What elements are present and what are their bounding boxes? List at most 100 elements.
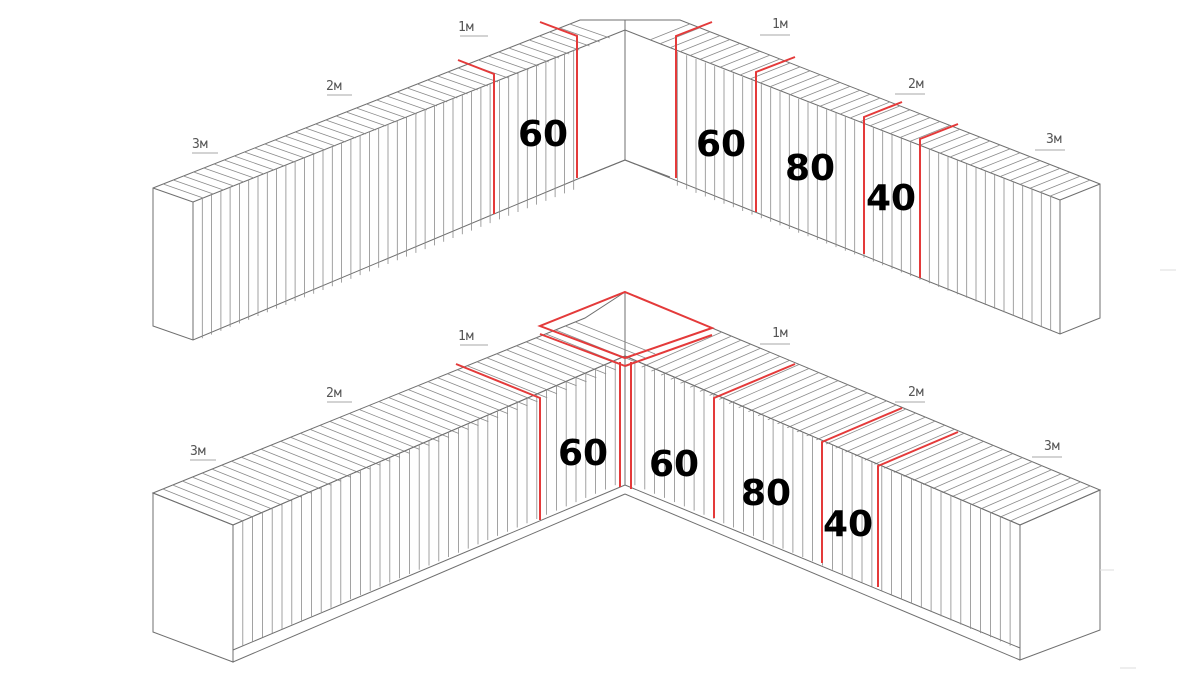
width-label-40: 40 [823,504,873,545]
top-edge-line [549,31,590,47]
mark-right-1m: 1м [772,326,788,341]
wall-cabinets-diagram: 1м 2м 3м 1м 2м 3м 60 60 80 40 [152,17,1101,341]
top-edge-line [759,66,801,84]
divider-right-3 [877,431,959,587]
width-label-60-left: 60 [558,433,608,474]
width-label-60-right: 60 [649,444,699,485]
mark-right-2m: 2м [908,385,924,400]
worktop-line [728,368,810,404]
worktop-line [359,409,440,442]
top-edge-line [285,135,326,151]
worktop-line [427,381,509,414]
worktop-line [486,357,567,391]
left-wall-run-outline [152,19,626,341]
module-dividers [457,21,959,278]
top-edge-line [163,183,204,199]
base-cabinets-diagram: 1м 2м 3м 1м 2м 3м 60 60 80 40 [151,290,1102,663]
top-edge-line [447,71,488,87]
top-edge-line [709,46,751,64]
right-run-door-lines [649,23,1091,331]
top-edge-line [1029,171,1071,189]
top-edge-line [999,160,1041,177]
worktop-line [182,480,263,514]
worktop-line [437,377,518,411]
worktop-line [378,401,459,434]
worktop-line [951,461,1033,497]
worktop-line [575,321,656,355]
right-run-front-edge [624,29,1061,201]
worktop-line [476,361,558,395]
mark-left-2m: 2м [326,79,342,94]
top-edge-line [889,117,931,134]
worktop-line [709,360,790,396]
module-width-labels: 60 60 80 40 [518,114,916,219]
top-edge-line [213,163,255,179]
worktop-line [565,325,646,359]
worktop-line [961,465,1042,502]
top-edge-line [829,93,871,111]
top-edge-line [346,111,387,127]
worktop-line [231,460,312,494]
left-run-end-face [152,187,194,340]
top-edge-line [356,107,397,123]
worktop-line [981,473,1062,510]
top-edge-line [417,83,458,99]
meter-marks: 1м 2м 3м 1м 2м 3м [192,17,1065,154]
worktop-line [864,424,945,461]
worktop-line [329,421,410,454]
worktop-line [368,405,450,438]
divider-right-3 [863,101,903,254]
worktop-line [398,393,479,426]
top-edge-line [969,148,1011,166]
worktop-line [1000,481,1081,518]
top-edge-line [569,23,610,39]
top-edge-line [689,39,731,56]
divider-left-2 [539,21,578,178]
top-edge-line [386,95,427,111]
divider-left-1 [457,59,495,214]
top-edge-line [559,27,600,43]
mark-right-3m: 3м [1046,132,1062,147]
top-edge-line [679,35,721,52]
top-edge-line [224,159,265,175]
top-edge-line [839,97,881,115]
width-label-80: 80 [785,148,835,189]
worktop-line [990,477,1072,514]
top-edge-line [335,115,377,131]
right-plinth [624,493,1021,661]
top-edge-line [478,59,519,75]
mark-right-1m: 1м [772,17,788,32]
worktop-line [467,365,548,399]
divider-left [455,363,541,520]
corner-module-top [537,290,715,360]
top-edge-line [203,167,244,183]
worktop-line [651,335,732,372]
worktop-line [496,353,577,387]
top-edge-line [659,27,701,45]
top-edge-line [295,131,336,147]
top-edge-line [407,87,448,103]
worktop-line [913,445,994,481]
top-edge-line [729,54,771,72]
mark-right-2m: 2м [908,77,924,92]
width-label-40: 40 [866,178,916,219]
top-edge-line [979,152,1021,170]
worktop-line [641,331,722,368]
width-label-60-left: 60 [518,114,568,155]
top-edge-line [508,47,549,63]
top-edge-line [183,175,224,191]
top-edge-line [869,109,911,127]
worktop-line [767,384,848,421]
corner-floor-right [624,159,671,178]
meter-marks: 1м 2м 3м 1м 2м 3м [190,326,1062,461]
worktop-line [777,388,858,425]
top-edge-line [1009,164,1051,181]
worktop-line [922,449,1004,485]
top-edge-line [899,121,941,138]
worktop-line [211,468,293,502]
worktop-line [699,356,781,392]
left-run-end-face [152,492,234,663]
worktop-line [835,412,916,449]
worktop-line [854,420,936,457]
